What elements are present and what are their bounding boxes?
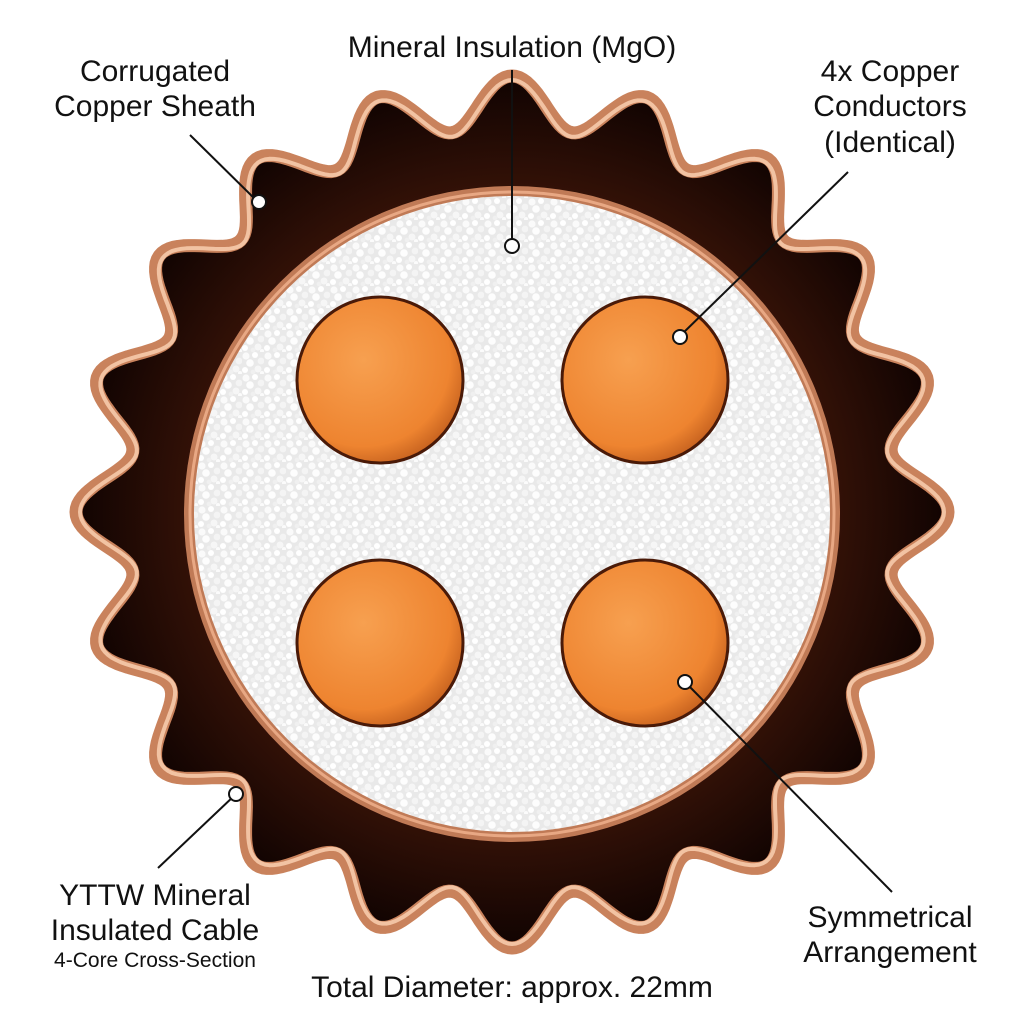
leader-cable-title-dot xyxy=(228,786,244,802)
conductor-top-right xyxy=(560,295,730,465)
leader-cable-title xyxy=(157,794,236,869)
arrangement-label-line-2: Arrangement xyxy=(803,936,977,970)
conductor-bottom-left xyxy=(295,558,465,728)
conductor-top-left xyxy=(295,295,465,465)
sheath-label: Corrugated Copper Sheath xyxy=(40,54,270,125)
sheath-label-line-2: Copper Sheath xyxy=(54,90,256,124)
sheath-highlight xyxy=(78,78,946,946)
insulation-label-text: Mineral Insulation (MgO) xyxy=(347,31,677,64)
leader-lines xyxy=(157,70,893,893)
diameter-label-text: Total Diameter: approx. 22mm xyxy=(311,971,713,1004)
sheath-label-line-1: Corrugated xyxy=(79,55,231,88)
conductors-label-line-2: Conductors xyxy=(813,90,967,124)
corrugated-copper-sheath xyxy=(69,69,955,955)
conductor-group xyxy=(295,295,730,728)
arrangement-label-line-1: Symmetrical xyxy=(807,901,973,934)
leader-conductors xyxy=(679,171,849,337)
leader-insulation-dot xyxy=(504,238,520,254)
conductors-label-line-1: 4x Copper xyxy=(820,55,960,88)
mineral-insulation-fill xyxy=(194,196,830,832)
leader-arrangement-dot xyxy=(677,674,693,690)
leader-sheath xyxy=(189,134,259,203)
diameter-label: Total Diameter: approx. 22mm xyxy=(262,970,762,1005)
conductors-label-line-3: (Identical) xyxy=(824,125,956,159)
leader-conductors-dot xyxy=(672,329,688,345)
cable-title-line-2: Insulated Cable xyxy=(50,914,260,948)
arrangement-label: Symmetrical Arrangement xyxy=(780,900,1000,971)
leader-sheath-dot xyxy=(251,194,267,210)
conductors-label: 4x Copper Conductors (Identical) xyxy=(790,54,990,160)
leader-arrangement xyxy=(685,682,893,893)
cable-title-line-1: YTTW Mineral xyxy=(59,879,251,912)
cable-title-label: YTTW Mineral Insulated Cable 4-Core Cros… xyxy=(20,878,290,974)
insulation-label: Mineral Insulation (MgO) xyxy=(312,30,712,65)
cable-subtitle: 4-Core Cross-Section xyxy=(54,948,256,972)
